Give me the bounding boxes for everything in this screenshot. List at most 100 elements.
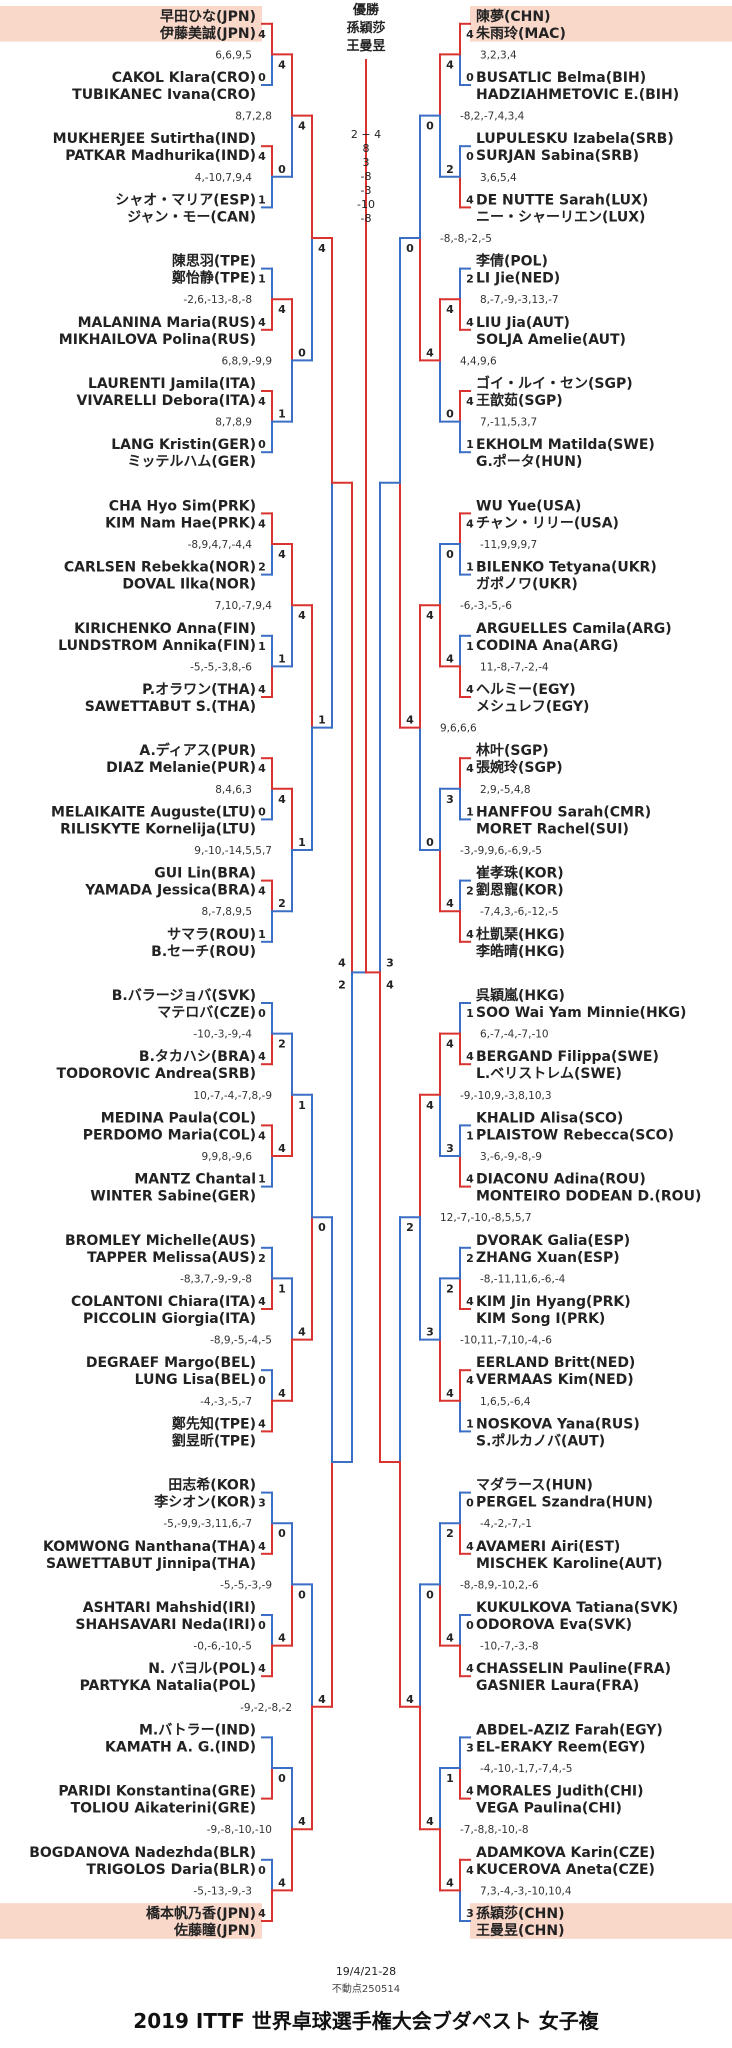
game-score: 0 — [258, 1007, 266, 1020]
page-title: 2019 ITTF 世界卓球選手権大会ブダペスト 女子複 — [133, 2009, 599, 2033]
player-name: WU Yue(USA) — [476, 498, 581, 514]
player-name: 早田ひな(JPN) — [160, 9, 256, 25]
game-score: 4 — [258, 1295, 266, 1308]
game-score: 2 — [446, 1282, 454, 1295]
game-score: 4 — [298, 120, 306, 133]
player-name: DOVAL Ilka(NOR) — [122, 577, 256, 593]
game-score: 4 — [318, 242, 326, 255]
game-score: 4 — [298, 1326, 306, 1339]
player-name: EERLAND Britt(NED) — [476, 1355, 635, 1371]
set-scores: 6,6,9,5 — [215, 49, 252, 61]
game-score: 2 — [466, 273, 474, 286]
game-score: 2 — [406, 1221, 414, 1234]
player-name: KIRICHENKO Anna(FIN) — [74, 621, 256, 637]
player-name: 杜凱琹(HKG) — [476, 926, 565, 943]
game-score: 0 — [278, 163, 286, 176]
player-name: ADAMKOVA Karin(CZE) — [476, 1845, 655, 1861]
player-name: MALANINA Maria(RUS) — [78, 315, 256, 331]
game-score: 4 — [298, 1815, 306, 1828]
player-name: CODINA Ana(ARG) — [476, 638, 619, 654]
game-score: 4 — [278, 1142, 286, 1155]
player-name: KIM Jin Hyang(PRK) — [476, 1294, 631, 1310]
player-name: マテロバ(CZE) — [157, 1005, 256, 1021]
player-name: YAMADA Jessica(BRA) — [84, 883, 256, 899]
game-score: 1 — [466, 438, 474, 451]
set-scores: 8,7,8,9 — [215, 417, 252, 429]
player-name: LAURENTI Jamila(ITA) — [88, 376, 256, 392]
game-score: 2 — [258, 1252, 266, 1265]
player-name: RILISKYTE Kornelija(LTU) — [60, 821, 256, 837]
game-score: 0 — [426, 120, 434, 133]
final-set-1: 8 — [363, 142, 370, 155]
player-name: 朱雨玲(MAC) — [476, 25, 566, 42]
player-name: MIKHAILOVA Polina(RUS) — [59, 332, 256, 348]
set-scores: -9,-8,-10,-10 — [207, 1824, 272, 1836]
game-score: 4 — [298, 609, 306, 622]
player-name: PERGEL Szandra(HUN) — [476, 1495, 653, 1511]
game-score: 4 — [258, 1907, 266, 1920]
player-name: MEDINA Paula(COL) — [101, 1110, 256, 1126]
game-score: 0 — [258, 71, 266, 84]
final-set-5: -10 — [357, 198, 375, 211]
set-scores: 4,-10,7,9,4 — [195, 172, 253, 184]
set-scores: 7,10,-7,9,4 — [215, 600, 273, 612]
set-scores: -8,2,-7,4,3,4 — [460, 111, 525, 123]
game-score: 0 — [298, 346, 306, 359]
game-score: 0 — [258, 805, 266, 818]
set-scores: -6,-3,-5,-6 — [460, 600, 512, 612]
player-name: PARIDI Konstantina(GRE) — [58, 1784, 256, 1800]
player-name: 鄭先知(TPE) — [172, 1415, 256, 1432]
player-name: CHASSELIN Pauline(FRA) — [476, 1661, 671, 1677]
player-name: AVAMERI Airi(EST) — [476, 1539, 620, 1555]
game-score: 4 — [446, 652, 454, 665]
set-scores: -4,-2,-7,-1 — [480, 1518, 532, 1530]
player-name: PERDOMO Maria(COL) — [83, 1127, 256, 1143]
player-name: 崔孝珠(KOR) — [476, 865, 564, 882]
game-score: 0 — [258, 1864, 266, 1877]
set-scores: -5,-5,-3,8,-6 — [190, 661, 252, 673]
player-name: TUBIKANEC Ivana(CRO) — [72, 87, 256, 103]
player-name: LUNDSTROM Annika(FIN) — [58, 638, 256, 654]
game-score: 0 — [466, 1497, 474, 1510]
seed-highlight — [470, 1903, 732, 1939]
player-name: マダラース(HUN) — [476, 1477, 593, 1494]
player-name: L.ベリストレム(SWE) — [476, 1066, 622, 1082]
game-score: 1 — [466, 561, 474, 574]
game-score: 4 — [258, 1129, 266, 1142]
player-name: TOLIOU Aikaterini(GRE) — [71, 1801, 256, 1817]
player-name: KUCEROVA Aneta(CZE) — [476, 1862, 655, 1878]
set-scores: 7,3,-4,-3,-10,10,4 — [480, 1885, 572, 1897]
player-name: VEGA Paulina(CHI) — [476, 1801, 622, 1817]
player-name: NOSKOVA Yana(RUS) — [476, 1416, 640, 1432]
game-score: 2 — [338, 978, 346, 991]
player-name: MISCHEK Karoline(AUT) — [476, 1556, 663, 1572]
set-scores: -5,-13,-9,-3 — [193, 1885, 252, 1897]
set-scores: 8,-7,8,9,5 — [201, 906, 252, 918]
game-score: 4 — [466, 1374, 474, 1387]
game-score: 4 — [258, 1540, 266, 1553]
set-scores: 6,-7,-4,-7,-10 — [480, 1029, 549, 1041]
game-score: 4 — [466, 517, 474, 530]
game-score: 4 — [278, 1632, 286, 1645]
set-scores: -10,-3,-9,-4 — [193, 1029, 252, 1041]
game-score: 1 — [466, 640, 474, 653]
game-score: 3 — [258, 1497, 266, 1510]
game-score: 4 — [426, 1099, 434, 1112]
game-score: 4 — [466, 683, 474, 696]
game-score: 4 — [258, 683, 266, 696]
bracket-lines — [261, 22, 471, 1922]
player-name: SAWETTABUT S.(THA) — [85, 699, 256, 715]
player-name: 王歆茹(SGP) — [476, 392, 563, 409]
player-name: ゴイ・ルイ・セン(SGP) — [476, 375, 633, 392]
player-name: KIM Song I(PRK) — [476, 1311, 605, 1327]
player-name: 橋本帆乃香(JPN) — [146, 1905, 256, 1922]
player-name: 李皓晴(HKG) — [475, 943, 565, 960]
player-name: PARTYKA Natalia(POL) — [80, 1678, 256, 1694]
game-score: 2 — [446, 163, 454, 176]
player-name: ZHANG Xuan(ESP) — [476, 1250, 620, 1266]
game-score: 4 — [258, 517, 266, 530]
set-scores: -5,-9,9,-3,11,6,-7 — [163, 1518, 252, 1530]
player-name: TAPPER Melissa(AUS) — [87, 1250, 256, 1266]
player-name: KUKULKOVA Tatiana(SVK) — [476, 1600, 678, 1616]
player-name: VERMAAS Kim(NED) — [476, 1372, 634, 1388]
